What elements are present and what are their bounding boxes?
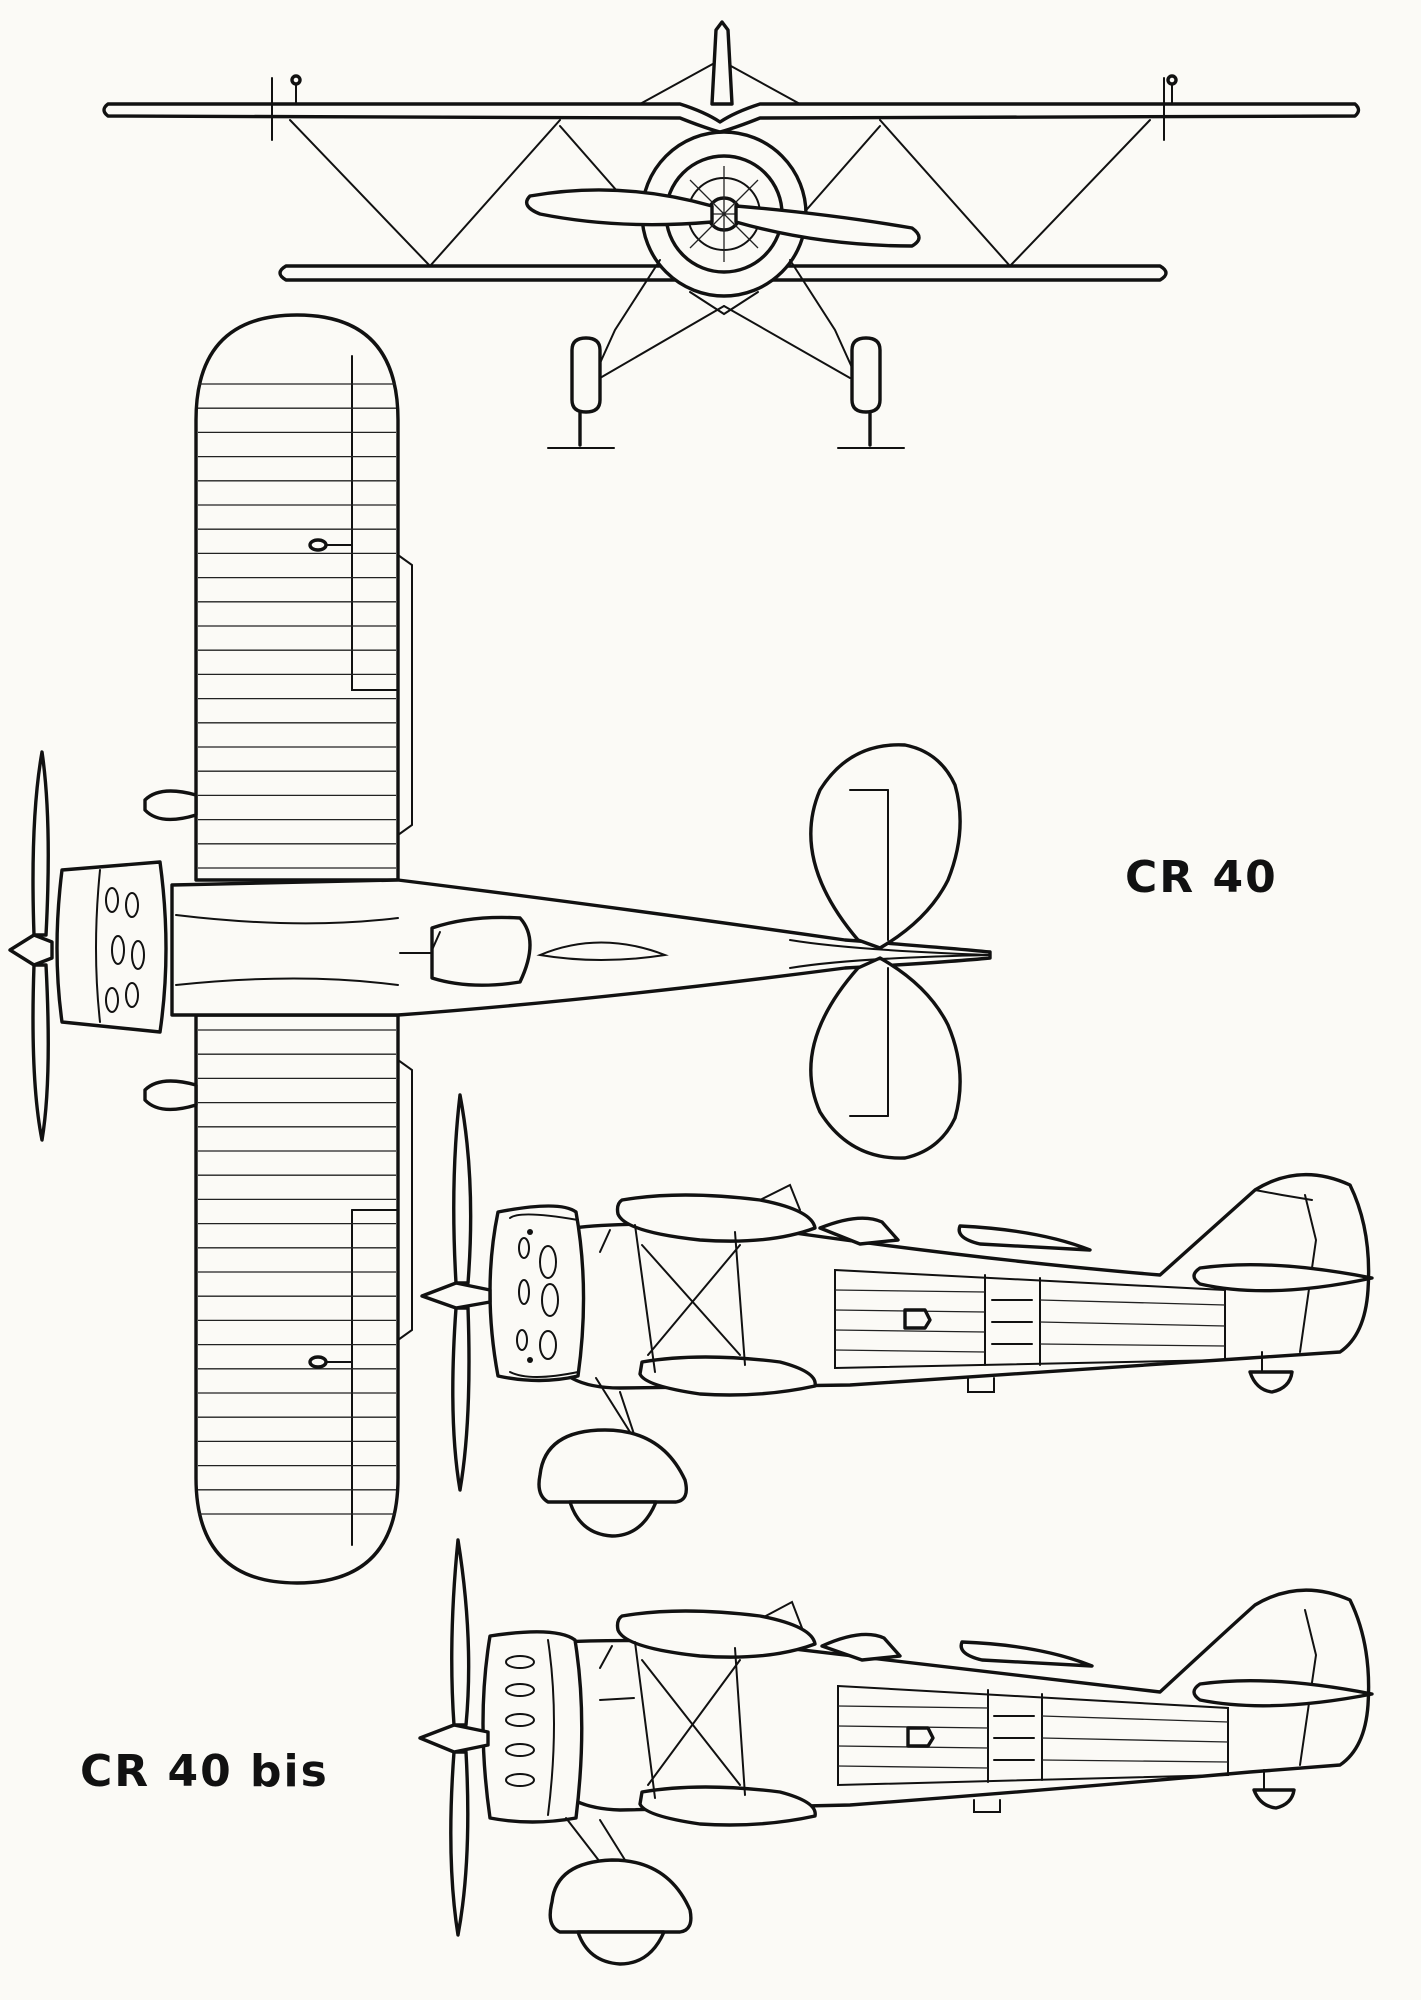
side-view-cr40 — [420, 1093, 1374, 1538]
wing-ribs — [198, 383, 396, 1515]
front-view — [102, 20, 1361, 449]
side-view-cr40bis — [418, 1538, 1374, 1966]
aircraft-label-cr40: CR 40 — [1125, 852, 1278, 903]
plan-view — [8, 313, 992, 1585]
aircraft-label-cr40bis: CR 40 bis — [80, 1746, 329, 1797]
